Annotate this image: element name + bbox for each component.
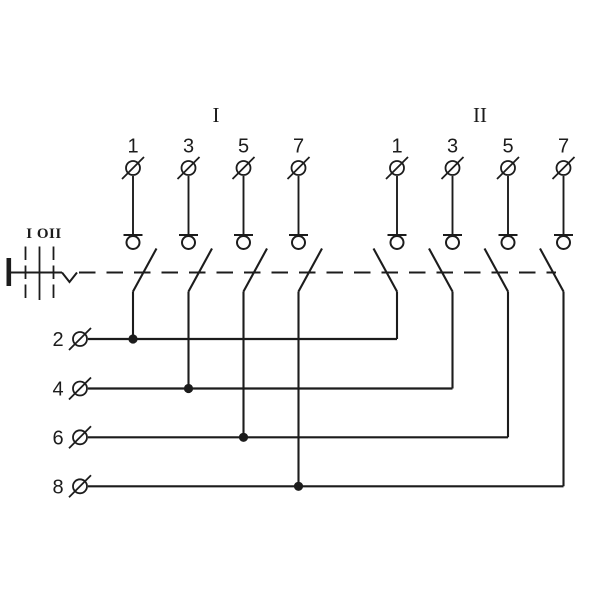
fixed-contact-icon <box>556 235 571 250</box>
top-II-3-terminal-slash <box>440 156 465 180</box>
bus-row-8: 8 <box>52 474 564 498</box>
top-I-5-terminal-slash <box>231 156 256 180</box>
terminal-number-I-3: 3 <box>183 136 194 158</box>
moving-blade-icon <box>242 247 268 293</box>
fixed-contact-icon <box>445 235 460 250</box>
row-8-terminal-icon <box>72 478 88 495</box>
output-rows: 2 4 6 8 <box>52 327 564 498</box>
fixed-contact-icon <box>291 235 306 250</box>
moving-blade-icon <box>372 247 398 293</box>
terminal-number-I-1: 1 <box>127 136 138 158</box>
fixed-contact-icon <box>389 235 405 250</box>
terminal-number-II-5: 5 <box>502 136 513 158</box>
contact-II-5: 5 <box>483 136 520 438</box>
row-2-terminal-icon <box>72 331 88 347</box>
junction-dot-icon <box>183 383 194 394</box>
junction-dot-icon <box>293 481 304 491</box>
moving-blade-icon <box>297 247 323 293</box>
row-8-terminal-slash <box>68 474 92 498</box>
moving-blade-icon <box>483 247 509 293</box>
contact-II-3: 3 <box>428 136 465 389</box>
moving-blade-icon <box>428 247 454 293</box>
contact-columns: 1 3 5 7 1 3 5 7 <box>121 136 576 487</box>
terminal-number-II-3: 3 <box>447 136 458 158</box>
moving-blade-icon <box>539 247 565 293</box>
top-II-1-terminal-slash <box>385 156 409 180</box>
top-I-1-terminal-slash <box>121 156 145 180</box>
group-label-II: II <box>473 103 487 127</box>
top-II-7-terminal-icon <box>555 160 572 176</box>
moving-blade-icon <box>187 247 213 293</box>
row-4-terminal-icon <box>72 380 88 397</box>
row-number-2: 2 <box>52 329 63 351</box>
terminal-number-II-1: 1 <box>391 136 402 158</box>
junction-dot-icon <box>238 432 249 442</box>
top-I-3-terminal-slash <box>176 156 201 180</box>
row-number-8: 8 <box>52 476 63 498</box>
terminal-number-II-7: 7 <box>558 136 569 158</box>
contact-I-5: 5 <box>231 136 268 438</box>
top-I-5-terminal-icon <box>235 160 252 176</box>
moving-blade-icon <box>132 247 158 293</box>
fixed-contact-icon <box>500 235 516 250</box>
contact-I-3: 3 <box>176 136 213 389</box>
bus-row-4: 4 <box>52 376 453 401</box>
terminal-number-I-7: 7 <box>293 136 304 158</box>
row-number-6: 6 <box>52 427 63 449</box>
top-I-7-terminal-icon <box>290 160 307 176</box>
row-number-4: 4 <box>52 379 63 401</box>
detent-notch-icon <box>61 271 78 284</box>
junction-dot-icon <box>128 334 138 344</box>
contact-II-7: 7 <box>539 136 576 487</box>
fixed-contact-icon <box>236 235 251 250</box>
contact-II-1: 1 <box>372 136 409 339</box>
handle-bar-icon <box>6 258 12 286</box>
top-II-3-terminal-icon <box>444 160 461 176</box>
actuator-assembly: I OII <box>6 226 78 301</box>
top-II-5-terminal-slash <box>496 156 520 180</box>
top-I-7-terminal-slash <box>286 156 311 180</box>
row-6-terminal-icon <box>72 429 88 446</box>
bus-row-2: 2 <box>52 327 397 351</box>
top-II-7-terminal-slash <box>551 156 576 180</box>
row-4-terminal-slash <box>68 376 92 401</box>
top-I-3-terminal-icon <box>180 160 197 176</box>
terminal-number-I-5: 5 <box>238 136 249 158</box>
top-I-1-terminal-icon <box>125 160 141 176</box>
fixed-contact-icon <box>125 235 141 250</box>
top-II-1-terminal-icon <box>389 160 405 176</box>
top-II-5-terminal-icon <box>500 160 516 176</box>
contact-I-1: 1 <box>121 136 158 339</box>
actuator-positions-label: I OII <box>26 226 61 242</box>
fixed-contact-icon <box>181 235 196 250</box>
row-2-terminal-slash <box>68 327 92 351</box>
group-label-I: I <box>213 103 220 127</box>
row-6-terminal-slash <box>68 425 92 449</box>
bus-row-6: 6 <box>52 425 508 449</box>
contact-I-7: 7 <box>286 136 323 487</box>
